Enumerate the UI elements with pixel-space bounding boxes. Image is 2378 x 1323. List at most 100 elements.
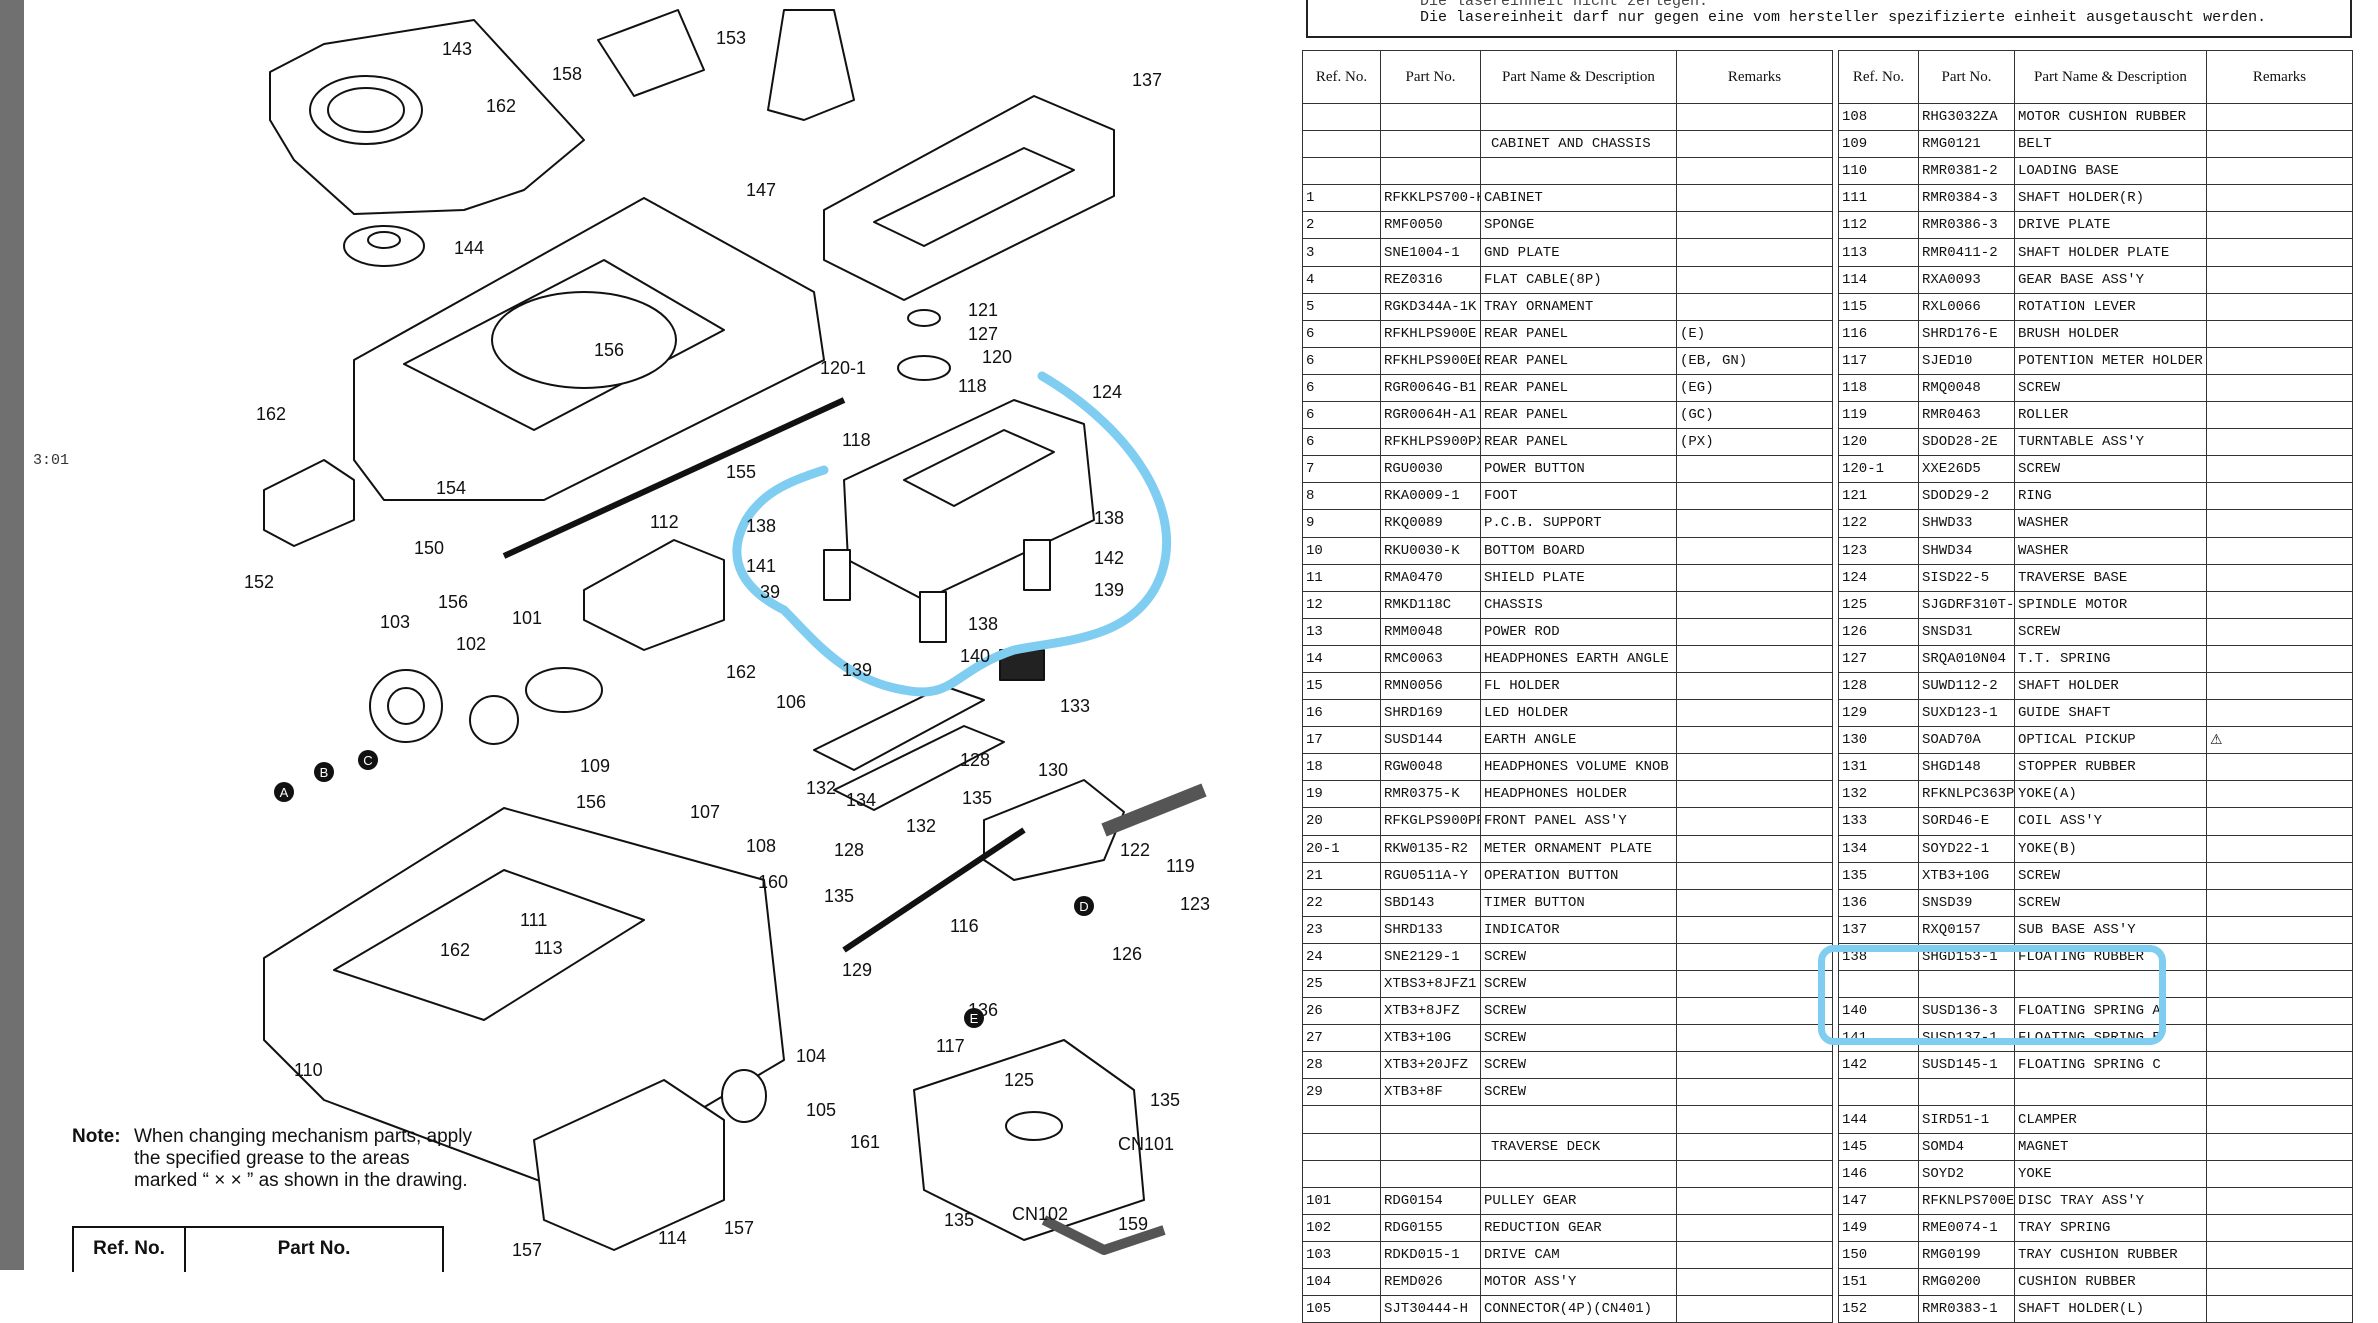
callout-label: 162 <box>440 940 470 960</box>
cell-part: XTB3+10G <box>1380 1024 1481 1053</box>
cell-ref: 115 <box>1838 292 1919 321</box>
note-text: When changing mechanism parts, apply the… <box>134 1126 472 1191</box>
cell-name <box>1480 1105 1677 1134</box>
cell-ref: 16 <box>1302 699 1381 728</box>
cell-remarks <box>2206 455 2353 484</box>
callout-label: 138 <box>968 614 998 634</box>
cell-ref: 134 <box>1838 834 1919 863</box>
cell-part: RMG0121 <box>1918 130 2015 159</box>
callout-label: 157 <box>512 1240 542 1260</box>
cell-ref: 7 <box>1302 455 1381 484</box>
cell-name: YOKE <box>2014 1159 2207 1188</box>
cell-remarks <box>2206 265 2353 294</box>
cell-remarks <box>1676 238 1833 267</box>
callout-label: 118 <box>958 376 987 396</box>
cell-remarks <box>2206 1213 2353 1242</box>
cell-remarks <box>2206 1268 2353 1297</box>
callout-label: 124 <box>1092 382 1122 402</box>
cell-part <box>1380 157 1481 186</box>
cell-ref: 4 <box>1302 265 1381 294</box>
cell-name: SCREW <box>2014 861 2207 890</box>
cell-name: FLOATING SPRING C <box>2014 1051 2207 1080</box>
callout-label: 141 <box>746 556 776 576</box>
cell-remarks <box>2206 563 2353 592</box>
callout-label: 160 <box>758 872 788 892</box>
cell-name: SCREW <box>1480 1078 1677 1107</box>
callout-label: 159 <box>1118 1214 1148 1234</box>
callout-label: 127 <box>968 324 998 344</box>
letter-marker: B <box>314 762 334 782</box>
callout-label: 123 <box>1180 894 1210 914</box>
table-row <box>1302 157 1833 186</box>
cell-part: RMR0386-3 <box>1918 211 2015 240</box>
callout-label: 120-1 <box>820 358 866 378</box>
cell-part: RXA0093 <box>1918 265 2015 294</box>
parts-table-left: Ref. No. Part No. Part Name & Descriptio… <box>1302 50 1833 1323</box>
cell-ref: 146 <box>1838 1159 1919 1188</box>
cell-remarks <box>2206 997 2353 1026</box>
cell-part: RMR0384-3 <box>1918 184 2015 213</box>
cell-remarks <box>1676 780 1833 809</box>
callout-label: 155 <box>726 462 756 482</box>
cell-part: RDG0154 <box>1380 1186 1481 1215</box>
cell-remarks <box>1676 753 1833 782</box>
callout-label: 154 <box>436 478 466 498</box>
cell-remarks <box>1676 1240 1833 1270</box>
cell-ref: 13 <box>1302 617 1381 646</box>
cell-ref: 15 <box>1302 671 1381 701</box>
cell-ref: 122 <box>1838 509 1919 538</box>
cell-part: SJGDRF310T-2 <box>1918 590 2015 619</box>
cell-name: SHAFT HOLDER PLATE <box>2014 238 2207 267</box>
letter-marker-label: C <box>363 753 372 768</box>
yoke-a-132 <box>813 685 985 771</box>
cell-remarks <box>1676 184 1833 213</box>
col-part-name: Part Name & Description <box>1480 50 1677 104</box>
cell-ref: 151 <box>1838 1268 1919 1297</box>
cell-ref: 127 <box>1838 644 1919 673</box>
cell-name: HEADPHONES VOLUME KNOB <box>1480 753 1677 782</box>
exploded-view-svg: 143158162153137147144156121127120120-111… <box>244 9 1210 1260</box>
cell-ref: 28 <box>1302 1051 1381 1080</box>
callout-label: 139 <box>1094 580 1124 600</box>
cell-ref: 137 <box>1838 915 1919 944</box>
cell-part: SNE2129-1 <box>1380 942 1481 972</box>
cell-remarks <box>1676 1132 1833 1161</box>
cell-remarks <box>1676 265 1833 294</box>
cell-part: SHWD33 <box>1918 509 2015 538</box>
cell-ref: 123 <box>1838 536 1919 565</box>
cell-ref: 21 <box>1302 861 1381 890</box>
cell-remarks <box>2206 942 2353 972</box>
gear-base-114 <box>533 1079 725 1251</box>
cell-part: SHRD169 <box>1380 699 1481 728</box>
callout-label: 111 <box>520 910 547 930</box>
cell-ref: 27 <box>1302 1024 1381 1053</box>
cell-remarks <box>1676 699 1833 728</box>
callout-label: 102 <box>456 634 486 654</box>
cell-ref: 6 <box>1302 346 1381 375</box>
cell-ref: 17 <box>1302 726 1381 755</box>
cell-remarks <box>2206 617 2353 646</box>
cell-part: XTB3+8F <box>1380 1078 1481 1107</box>
cell-ref: 10 <box>1302 536 1381 565</box>
callout-label: 138 <box>746 516 776 536</box>
cell-ref: 8 <box>1302 482 1381 511</box>
cell-part: RMG0199 <box>1918 1240 2015 1270</box>
cell-part <box>1380 1132 1481 1161</box>
